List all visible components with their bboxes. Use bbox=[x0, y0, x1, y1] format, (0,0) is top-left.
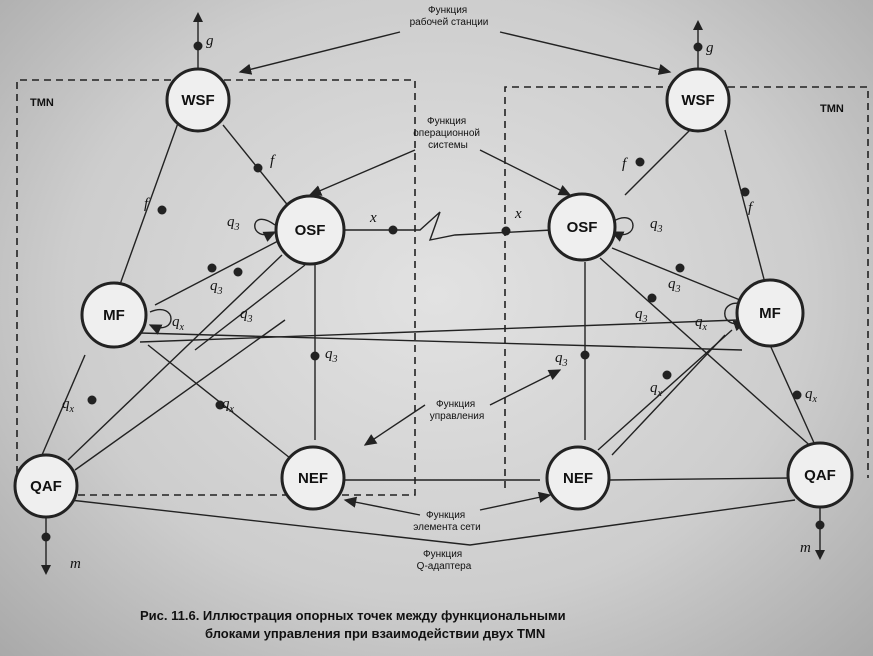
nef-block-left: NEF bbox=[280, 445, 346, 511]
svg-text:q3: q3 bbox=[240, 306, 253, 325]
function-pointer-arrows bbox=[238, 31, 672, 516]
mf-left-self-loop bbox=[148, 309, 172, 335]
reference-point-labels: g g f f f f x x m m q3 q3 q3 q3 q3 q3 q3… bbox=[62, 33, 818, 572]
svg-text:NEF: NEF bbox=[563, 470, 593, 487]
osf-block-right: OSF bbox=[547, 192, 617, 262]
svg-text:WSF: WSF bbox=[681, 92, 714, 109]
links-left bbox=[41, 122, 316, 471]
svg-text:q3: q3 bbox=[668, 276, 681, 295]
svg-text:qx: qx bbox=[62, 396, 75, 415]
mf-block-left: MF bbox=[80, 281, 148, 349]
svg-text:f: f bbox=[270, 153, 276, 169]
wsf-block-left: WSF bbox=[165, 67, 231, 133]
svg-text:q3: q3 bbox=[650, 216, 663, 235]
svg-text:f: f bbox=[748, 200, 754, 216]
svg-text:g: g bbox=[206, 33, 214, 49]
svg-text:QAF: QAF bbox=[804, 467, 836, 484]
nef-block-right: NEF bbox=[545, 445, 611, 511]
mf-block-right: MF bbox=[735, 278, 805, 348]
figure-caption: Рис. 11.6. Иллюстрация опорных точек меж… bbox=[140, 608, 569, 641]
function-label-operations-system: Функция операционной системы bbox=[413, 116, 483, 151]
function-label-mediation: Функция управления bbox=[430, 399, 485, 422]
svg-text:qx: qx bbox=[172, 314, 185, 333]
svg-text:NEF: NEF bbox=[298, 470, 328, 487]
svg-text:f: f bbox=[622, 156, 628, 172]
svg-text:QAF: QAF bbox=[30, 478, 62, 495]
osf-block-left: OSF bbox=[274, 194, 346, 266]
svg-text:qx: qx bbox=[222, 396, 235, 415]
wsf-block-right: WSF bbox=[665, 67, 731, 133]
tmn-label-right: TMN bbox=[820, 103, 844, 115]
svg-text:f: f bbox=[144, 196, 150, 212]
links-cross bbox=[69, 211, 796, 546]
svg-text:q3: q3 bbox=[227, 214, 240, 233]
svg-text:x: x bbox=[369, 210, 377, 226]
tmn-boundary-right bbox=[504, 86, 869, 488]
qaf-block-right: QAF bbox=[786, 441, 854, 509]
svg-text:WSF: WSF bbox=[181, 92, 214, 109]
svg-text:qx: qx bbox=[695, 314, 708, 333]
tmn-boundary-left bbox=[16, 79, 416, 497]
osf-left-self-loop bbox=[254, 218, 277, 242]
svg-text:m: m bbox=[800, 540, 811, 556]
svg-text:q3: q3 bbox=[555, 350, 568, 369]
function-label-workstation: Функция рабочей станции bbox=[410, 5, 489, 28]
svg-text:MF: MF bbox=[103, 307, 125, 324]
function-label-q-adapter: Функция Q-адаптера bbox=[417, 549, 472, 572]
svg-text:x: x bbox=[514, 206, 522, 222]
svg-text:m: m bbox=[70, 556, 81, 572]
svg-text:qx: qx bbox=[650, 380, 663, 399]
svg-text:q3: q3 bbox=[210, 278, 223, 297]
svg-text:g: g bbox=[706, 40, 714, 56]
svg-text:q3: q3 bbox=[635, 306, 648, 325]
svg-text:OSF: OSF bbox=[567, 219, 598, 236]
links-right bbox=[584, 124, 816, 456]
tmn-label-left: TMN bbox=[30, 97, 54, 109]
svg-text:q3: q3 bbox=[325, 346, 338, 365]
qaf-block-left: QAF bbox=[13, 453, 79, 519]
osf-right-self-loop bbox=[610, 217, 634, 242]
function-label-network-element: Функция элемента сети bbox=[413, 510, 480, 533]
svg-text:qx: qx bbox=[805, 386, 818, 405]
reference-point-dots bbox=[41, 41, 825, 542]
svg-text:MF: MF bbox=[759, 305, 781, 322]
svg-text:OSF: OSF bbox=[295, 222, 326, 239]
